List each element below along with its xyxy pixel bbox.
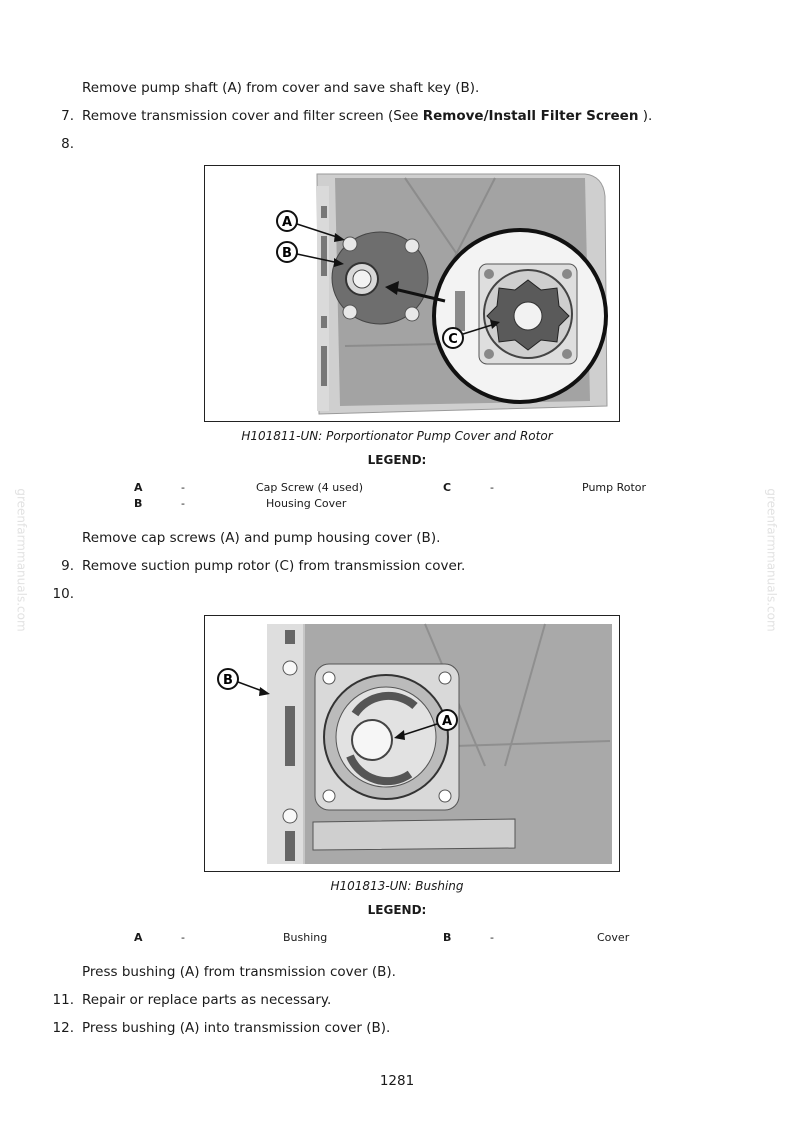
step-text: Press bushing (A) from transmission cove… <box>82 964 396 980</box>
page-number: 1281 <box>379 1073 415 1089</box>
step-number: 11. <box>52 992 74 1008</box>
step-number: 8. <box>61 136 74 152</box>
legend-desc: Cover <box>597 931 630 944</box>
legend-key: B <box>134 497 143 510</box>
figure-caption: H101813-UN: Bushing <box>330 879 464 893</box>
legend-title: LEGEND: <box>367 903 427 917</box>
legend-desc: Housing Cover <box>266 497 347 510</box>
step-text-tail: ). <box>638 108 653 124</box>
step-number: 9. <box>61 558 74 574</box>
callout-c: C <box>448 332 458 347</box>
figure-bushing: A B <box>204 615 620 872</box>
legend-key: A <box>134 931 143 944</box>
step-number: 12. <box>52 1020 74 1036</box>
pump-cover-illustration: A B C <box>205 166 619 421</box>
step-text: Remove pump shaft (A) from cover and sav… <box>82 80 480 96</box>
step-text: Remove cap screws (A) and pump housing c… <box>82 530 441 546</box>
legend-desc: Bushing <box>283 931 328 944</box>
legend-desc: Cap Screw (4 used) <box>256 481 364 494</box>
step-number: 7. <box>61 108 74 124</box>
figure-pump-cover-rotor: A B C <box>204 165 620 422</box>
step-number: 10. <box>52 586 74 602</box>
legend-key: B <box>443 931 452 944</box>
bushing-illustration: A B <box>205 616 619 871</box>
legend-key: C <box>443 481 452 494</box>
watermark-right: greenfarmmanuals.com <box>764 488 779 632</box>
legend-dash: - <box>490 931 494 944</box>
legend-dash: - <box>181 481 185 494</box>
watermark-left: greenfarmmanuals.com <box>14 488 29 632</box>
step-text: Remove transmission cover and filter scr… <box>82 107 652 125</box>
filter-screen-link[interactable]: Remove/Install Filter Screen <box>422 108 639 124</box>
step-text: Remove suction pump rotor (C) from trans… <box>82 558 466 574</box>
step-text: Press bushing (A) into transmission cove… <box>82 1020 391 1036</box>
step-text: Repair or replace parts as necessary. <box>82 992 332 1008</box>
callout-b: B <box>282 246 292 261</box>
step-text-body: Remove transmission cover and filter scr… <box>82 108 423 124</box>
legend-dash: - <box>181 497 185 510</box>
legend-desc: Pump Rotor <box>582 481 647 494</box>
legend-key: A <box>134 481 143 494</box>
callout-b: B <box>223 673 233 688</box>
callout-a: A <box>282 215 292 230</box>
legend-title: LEGEND: <box>367 453 427 467</box>
figure-caption: H101811-UN: Porportionator Pump Cover an… <box>241 429 553 443</box>
legend-dash: - <box>181 931 185 944</box>
legend-dash: - <box>490 481 494 494</box>
callout-a: A <box>442 714 452 729</box>
